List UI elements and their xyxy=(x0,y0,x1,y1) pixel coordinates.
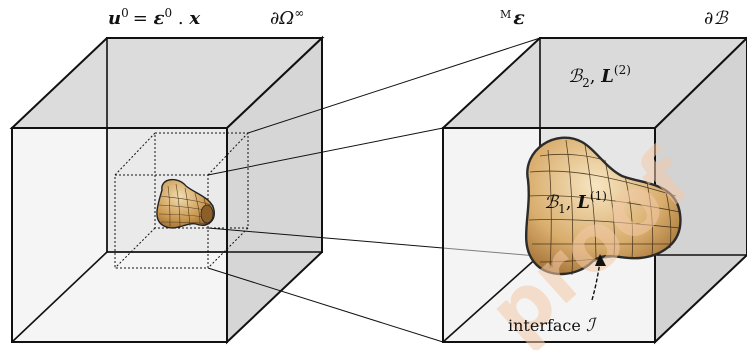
svg-text:ℬ2, L(2): ℬ2, L(2) xyxy=(568,63,631,90)
svg-text:interface ℐ: interface ℐ xyxy=(508,315,598,336)
svg-text:∂Ω∞: ∂Ω∞ xyxy=(270,6,304,29)
svg-text:Mε: Mε xyxy=(500,7,525,29)
rve-dotted-cube xyxy=(114,132,249,269)
large-inclusion xyxy=(524,136,682,276)
far-field-label: u0= ε0 . x xyxy=(108,6,200,29)
rve-boundary-label: ∂ℬ xyxy=(704,8,729,29)
interface-arrow xyxy=(591,254,606,301)
matrix-label: ℬ2, L(2) xyxy=(568,63,631,90)
inclusion-label: ℬ1, L(1) xyxy=(544,189,607,216)
outer-boundary-label: ∂Ω∞ xyxy=(270,6,304,29)
svg-text:ℬ1, L(1): ℬ1, L(1) xyxy=(544,189,607,216)
interface-label: interface ℐ xyxy=(508,315,598,336)
left-cube-front-face xyxy=(11,127,228,343)
svg-text:u0= ε0 . x: u0= ε0 . x xyxy=(108,6,200,29)
svg-text:∂ℬ: ∂ℬ xyxy=(704,8,729,29)
small-inclusion xyxy=(156,179,216,229)
